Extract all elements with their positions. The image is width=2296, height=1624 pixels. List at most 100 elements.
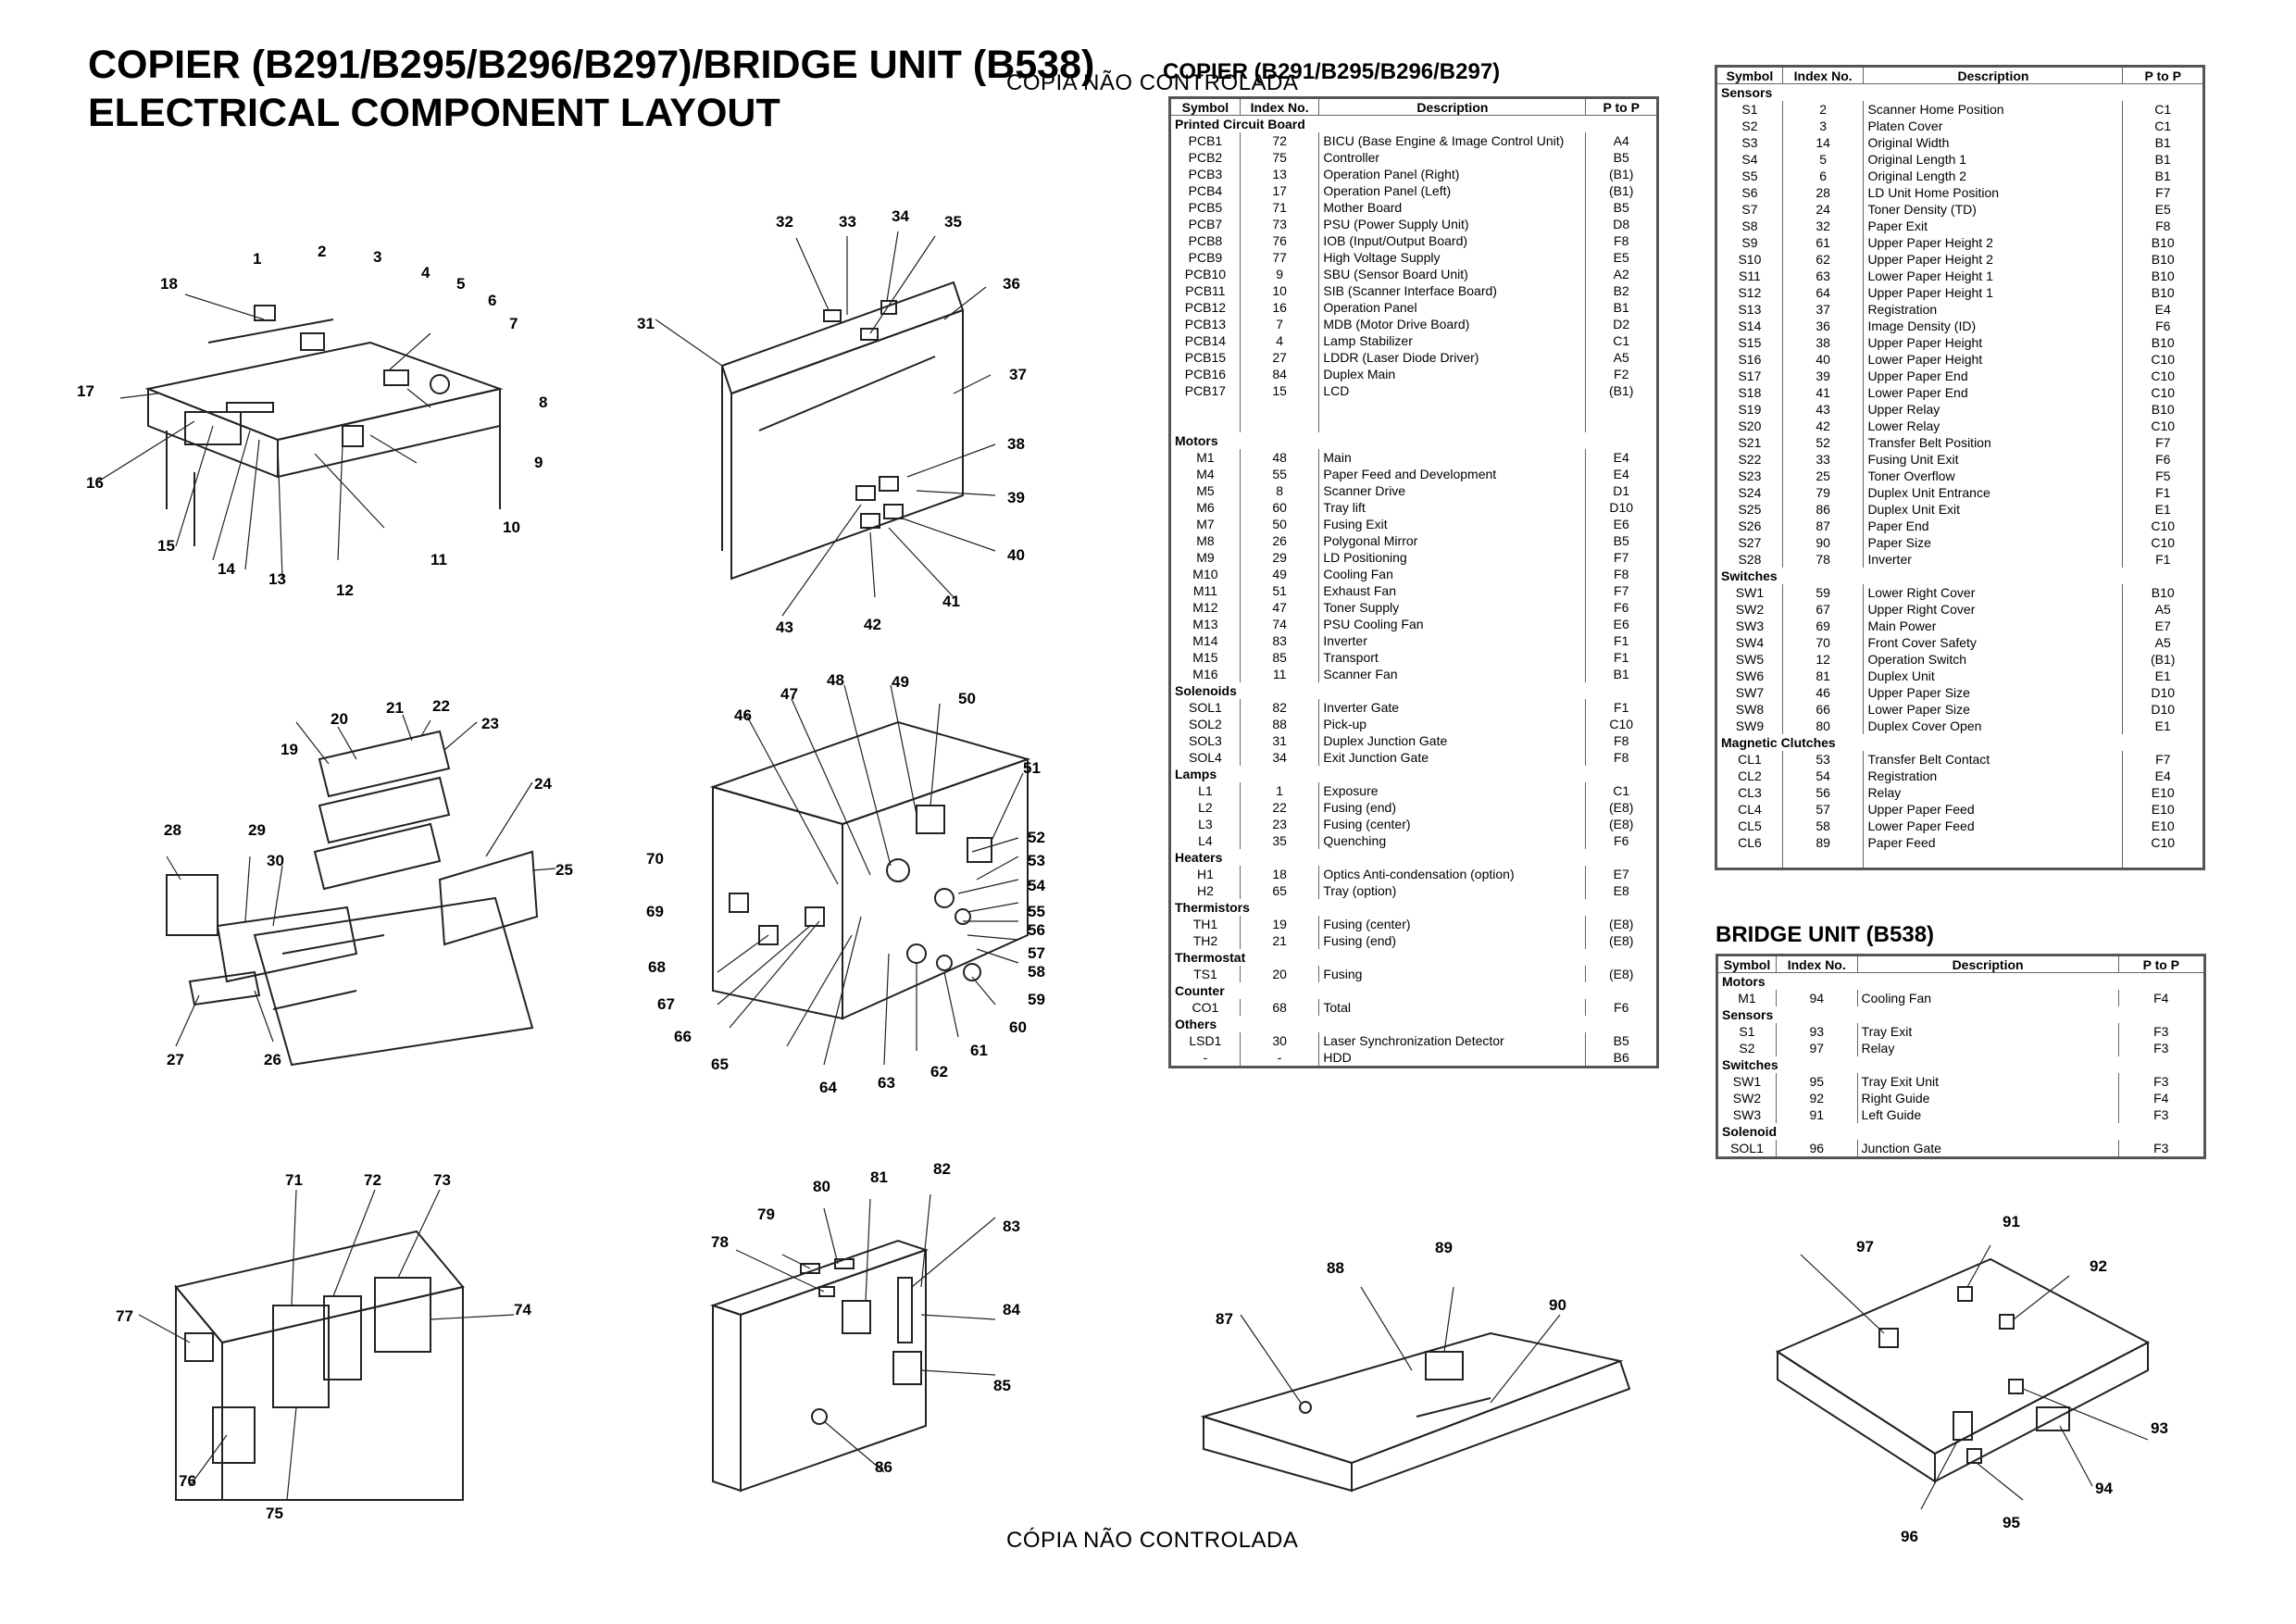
description-cell: Transport xyxy=(1318,649,1587,666)
description-cell: Scanner Home Position xyxy=(1863,101,2124,118)
callout-label: 73 xyxy=(433,1171,451,1189)
table-row xyxy=(1169,416,1658,432)
index-cell: 64 xyxy=(1781,284,1865,301)
description-cell: Fusing (center) xyxy=(1318,816,1587,832)
group-header-cell: Heaters xyxy=(1169,849,1658,866)
index-cell: 6 xyxy=(1781,168,1865,184)
p-to-p-cell: B5 xyxy=(1585,199,1658,216)
symbol-cell: PCB1 xyxy=(1169,132,1241,149)
p-to-p-cell: A5 xyxy=(1585,349,1658,366)
p-to-p-cell: F1 xyxy=(1585,699,1658,716)
callout-label: 21 xyxy=(386,699,404,717)
callout-label: 40 xyxy=(1007,546,1025,564)
callout-label: 25 xyxy=(555,861,573,879)
index-cell: 60 xyxy=(1239,499,1320,516)
index-cell: 34 xyxy=(1239,749,1320,766)
group-header-cell: Motors xyxy=(1716,972,2205,990)
watermark-bottom: CÓPIA NÃO CONTROLADA xyxy=(1006,1528,1299,1553)
symbol-cell: CL1 xyxy=(1716,751,1783,768)
index-cell: 7 xyxy=(1239,316,1320,332)
p-to-p-cell: E10 xyxy=(2122,818,2204,834)
index-cell: 61 xyxy=(1781,234,1865,251)
description-cell: Main xyxy=(1318,449,1587,466)
symbol-cell: M16 xyxy=(1169,666,1241,682)
callout-label: 41 xyxy=(942,593,960,610)
index-cell: 89 xyxy=(1781,834,1865,851)
p-to-p-cell: (E8) xyxy=(1585,799,1658,816)
p-to-p-cell: A2 xyxy=(1585,266,1658,282)
callout-label: 54 xyxy=(1028,877,1045,894)
p-to-p-cell: C10 xyxy=(2122,518,2204,534)
group-header-cell: Switches xyxy=(1716,1056,2205,1073)
symbol-cell: PCB2 xyxy=(1169,149,1241,166)
callout-label: 97 xyxy=(1856,1238,1874,1255)
symbol-cell: S15 xyxy=(1716,334,1783,351)
callout-label: 42 xyxy=(864,616,881,633)
empty-cell xyxy=(1716,851,1783,869)
index-cell: 12 xyxy=(1781,651,1865,668)
empty-cell xyxy=(1863,851,2124,869)
p-to-p-cell: F7 xyxy=(1585,549,1658,566)
p-to-p-cell: E1 xyxy=(2122,501,2204,518)
group-header-cell: Counter xyxy=(1169,982,1658,999)
index-cell: 81 xyxy=(1781,668,1865,684)
description-cell: MDB (Motor Drive Board) xyxy=(1318,316,1587,332)
callout-label: 26 xyxy=(264,1051,281,1068)
p-to-p-cell: F8 xyxy=(1585,749,1658,766)
symbol-cell: SOL3 xyxy=(1169,732,1241,749)
table-row: Motors xyxy=(1716,972,2205,990)
p-to-p-cell: F3 xyxy=(2117,1073,2206,1090)
index-cell: 3 xyxy=(1781,118,1865,134)
description-cell: Paper End xyxy=(1863,518,2124,534)
description-cell: Transfer Belt Position xyxy=(1863,434,2124,451)
index-cell: 97 xyxy=(1775,1040,1858,1056)
symbol-cell: - xyxy=(1169,1049,1241,1068)
p-to-p-cell: F8 xyxy=(1585,566,1658,582)
callout-label: 27 xyxy=(167,1051,184,1068)
p-to-p-cell: C1 xyxy=(1585,782,1658,799)
symbol-cell: M14 xyxy=(1169,632,1241,649)
p-to-p-cell: B1 xyxy=(2122,151,2204,168)
callout-label: 81 xyxy=(870,1168,888,1186)
description-cell: Duplex Main xyxy=(1318,366,1587,382)
symbol-cell: M13 xyxy=(1169,616,1241,632)
table-row: Others xyxy=(1169,1016,1658,1032)
diagram-paper-tray xyxy=(1200,1286,1631,1493)
index-cell: 83 xyxy=(1239,632,1320,649)
description-cell: Tray Exit Unit xyxy=(1856,1073,2119,1090)
description-cell: Paper Feed and Development xyxy=(1318,466,1587,482)
index-cell: 16 xyxy=(1239,299,1320,316)
empty-cell xyxy=(1318,416,1587,432)
description-cell: Lower Paper End xyxy=(1863,384,2124,401)
symbol-cell: S23 xyxy=(1716,468,1783,484)
description-cell: Right Guide xyxy=(1856,1090,2119,1106)
page-title: COPIER (B291/B295/B296/B297)/BRIDGE UNIT… xyxy=(88,41,1094,137)
p-to-p-cell: F6 xyxy=(1585,599,1658,616)
symbol-cell: SW2 xyxy=(1716,601,1783,618)
callout-label: 66 xyxy=(674,1028,692,1045)
copier-table-title: COPIER (B291/B295/B296/B297) xyxy=(1163,59,1501,84)
callout-label: 37 xyxy=(1009,366,1027,383)
callout-label: 63 xyxy=(878,1074,895,1092)
symbol-cell: S18 xyxy=(1716,384,1783,401)
index-cell: 14 xyxy=(1781,134,1865,151)
callout-label: 55 xyxy=(1028,903,1045,920)
table-row: Switches xyxy=(1716,568,2204,584)
callout-label: 6 xyxy=(488,292,497,309)
description-cell: LDDR (Laser Diode Driver) xyxy=(1318,349,1587,366)
description-cell: PSU Cooling Fan xyxy=(1318,616,1587,632)
symbol-cell: SOL1 xyxy=(1716,1140,1777,1158)
callout-label: 79 xyxy=(757,1206,775,1223)
p-to-p-cell: F7 xyxy=(2122,434,2204,451)
table-header-cell: Description xyxy=(1863,66,2124,84)
